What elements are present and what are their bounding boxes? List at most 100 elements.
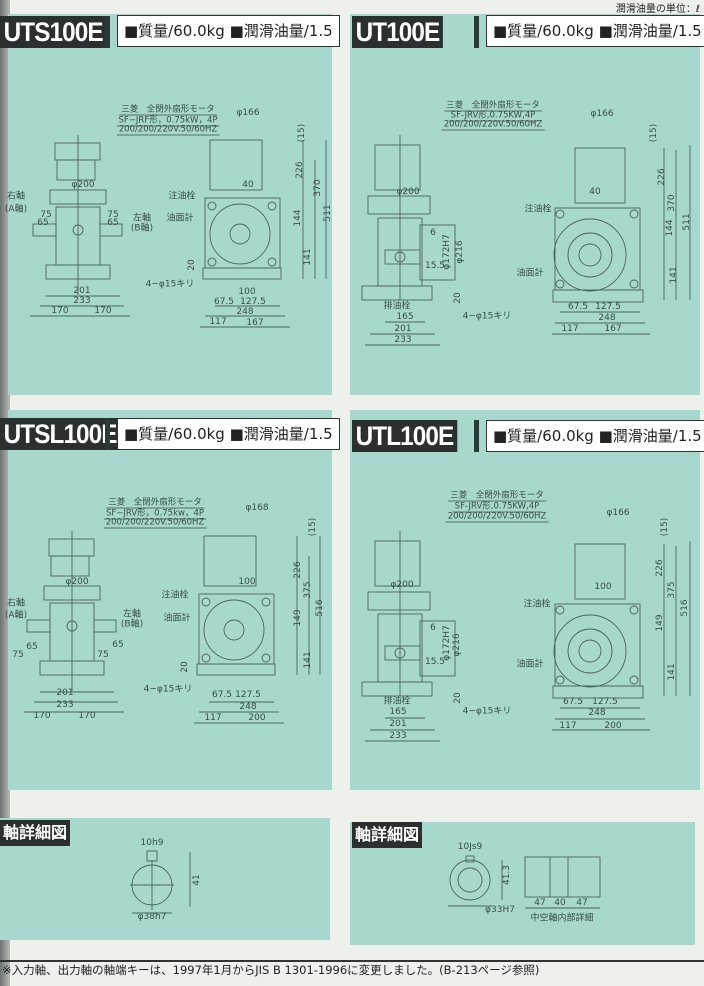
drawing-circle bbox=[629, 675, 639, 685]
model-title: UT100E bbox=[352, 16, 443, 48]
dimension-label: 170 bbox=[33, 711, 51, 721]
dimension-label: 排油栓 bbox=[383, 696, 411, 707]
dimension-label: 67.5 bbox=[213, 297, 235, 307]
dimension-label: 油面計 bbox=[163, 613, 191, 624]
drawing-circle bbox=[207, 257, 217, 267]
dimension-label: 左軸 bbox=[122, 609, 142, 620]
dimension-label: 10Js9 bbox=[457, 842, 483, 852]
dimension-label: 65 bbox=[37, 218, 49, 228]
gear-housing bbox=[553, 218, 627, 292]
dimension-label: 4−φ15キリ bbox=[143, 684, 193, 695]
dimension-label: 6 bbox=[430, 623, 436, 633]
model-title: UTL100E bbox=[352, 420, 457, 452]
dimension-label: 375 bbox=[667, 581, 677, 599]
dimension-label: 511 bbox=[682, 213, 692, 231]
dimension-label: 117 bbox=[561, 324, 579, 334]
output-shaft bbox=[93, 619, 117, 633]
dimension-label: 511 bbox=[323, 204, 333, 222]
motor-spec-note: SF-JRV形,0.75KW,4P bbox=[448, 110, 538, 122]
drawing-circle bbox=[578, 639, 602, 663]
dimension-label: φ33H7 bbox=[485, 905, 515, 915]
dimension-label: 20 bbox=[180, 661, 190, 673]
input-shaft bbox=[26, 619, 51, 633]
dimension-label: 127.5 bbox=[235, 690, 261, 700]
motor-cap bbox=[48, 538, 95, 557]
dimension-label: 370 bbox=[313, 179, 323, 197]
output-shaft bbox=[99, 223, 123, 237]
dimension-label: φ216 bbox=[452, 633, 462, 657]
drawing-circle bbox=[207, 201, 217, 211]
dimension-label: 141 bbox=[667, 663, 677, 681]
dimension-label: 516 bbox=[315, 599, 325, 617]
dimension-label: 141 bbox=[303, 651, 313, 669]
dimension-label: 4−φ15キリ bbox=[462, 706, 512, 717]
dimension-label: φ172H7 bbox=[442, 625, 452, 661]
dimension-label: (15) bbox=[297, 123, 307, 143]
dimension-label: 248 bbox=[598, 313, 616, 323]
keyway bbox=[146, 850, 158, 862]
dimension-label: 233 bbox=[56, 700, 74, 710]
panel-ut100e bbox=[350, 14, 700, 395]
motor-spec-note: SF-JRV形,0.75KW,4P bbox=[452, 501, 542, 513]
dimension-label: 100 bbox=[238, 577, 256, 587]
dimension-label: 右軸 bbox=[6, 598, 26, 609]
dimension-label: 油面計 bbox=[516, 659, 544, 670]
hollow-shaft bbox=[384, 645, 421, 661]
dimension-label: 20 bbox=[453, 692, 463, 704]
dimension-label: 201 bbox=[394, 324, 412, 334]
dimension-label: 65 bbox=[26, 642, 38, 652]
dimension-label: 127.5 bbox=[592, 697, 618, 707]
dimension-label: 6 bbox=[430, 228, 436, 238]
dimension-label: 127.5 bbox=[595, 302, 621, 312]
divider-bar bbox=[105, 16, 110, 48]
model-title: UTS100E bbox=[0, 16, 107, 48]
spec-box: ■質量/60.0kg ■潤滑油量/1.5 bbox=[117, 15, 340, 47]
footnote: ※入力軸、出力軸の軸端キーは、1997年1月からJIS B 1301-1996に… bbox=[2, 963, 540, 977]
dimension-label: φ166 bbox=[236, 108, 260, 118]
motor-body bbox=[374, 540, 421, 587]
drawing-circle bbox=[261, 597, 271, 607]
drawing-circle bbox=[567, 232, 613, 278]
dimension-label: 注油栓 bbox=[524, 204, 552, 215]
dimension-label: 100 bbox=[594, 582, 612, 592]
page-binding-shadow bbox=[0, 0, 10, 986]
dimension-label: (15) bbox=[660, 517, 670, 537]
dimension-label: 75 bbox=[12, 650, 24, 660]
motor-spec-note: 三菱 全閉外扇形モータ bbox=[448, 490, 546, 502]
dimension-label: 201 bbox=[56, 688, 74, 698]
motor-spec-note: 200/200/220V.50/60HZ bbox=[103, 517, 207, 529]
gear-housing bbox=[203, 599, 265, 661]
motor-spec-note: 三菱 全閉外扇形モータ bbox=[444, 100, 542, 112]
dimension-label: 10h9 bbox=[140, 838, 164, 848]
flange bbox=[367, 195, 431, 215]
dimension-label: φ200 bbox=[65, 577, 89, 587]
dimension-label: (B軸) bbox=[130, 223, 154, 234]
dimension-label: 233 bbox=[394, 335, 412, 345]
drawing-circle bbox=[201, 597, 211, 607]
dimension-label: (A軸) bbox=[4, 610, 28, 621]
motor-cap bbox=[54, 142, 101, 161]
dimension-label: 注油栓 bbox=[523, 599, 551, 610]
motor-body bbox=[56, 159, 96, 181]
dimension-label: 67.5 bbox=[567, 302, 589, 312]
dimension-label: φ166 bbox=[606, 508, 630, 518]
dimension-label: 516 bbox=[680, 599, 690, 617]
dimension-label: 233 bbox=[73, 296, 91, 306]
drawing-circle bbox=[201, 653, 211, 663]
drawing-circle bbox=[229, 223, 251, 245]
shaft-detail-title: 軸詳細図 bbox=[0, 820, 71, 846]
dimension-label: (B軸) bbox=[120, 619, 144, 630]
hollow-shaft-inner-detail bbox=[524, 856, 601, 898]
dimension-label: φ166 bbox=[590, 109, 614, 119]
dimension-label: 左軸 bbox=[132, 213, 152, 224]
dimension-label: 47 bbox=[576, 898, 588, 908]
dimension-label: φ38h7 bbox=[137, 912, 167, 922]
dimension-label: 67.5 bbox=[211, 690, 233, 700]
footnote-rule bbox=[0, 960, 704, 962]
input-shaft bbox=[32, 223, 57, 237]
divider-bar bbox=[474, 420, 479, 452]
drawing-circle bbox=[629, 279, 639, 289]
dimension-label: 40 bbox=[589, 187, 601, 197]
drawing-circle bbox=[267, 257, 277, 267]
dimension-label: 75 bbox=[107, 210, 119, 220]
